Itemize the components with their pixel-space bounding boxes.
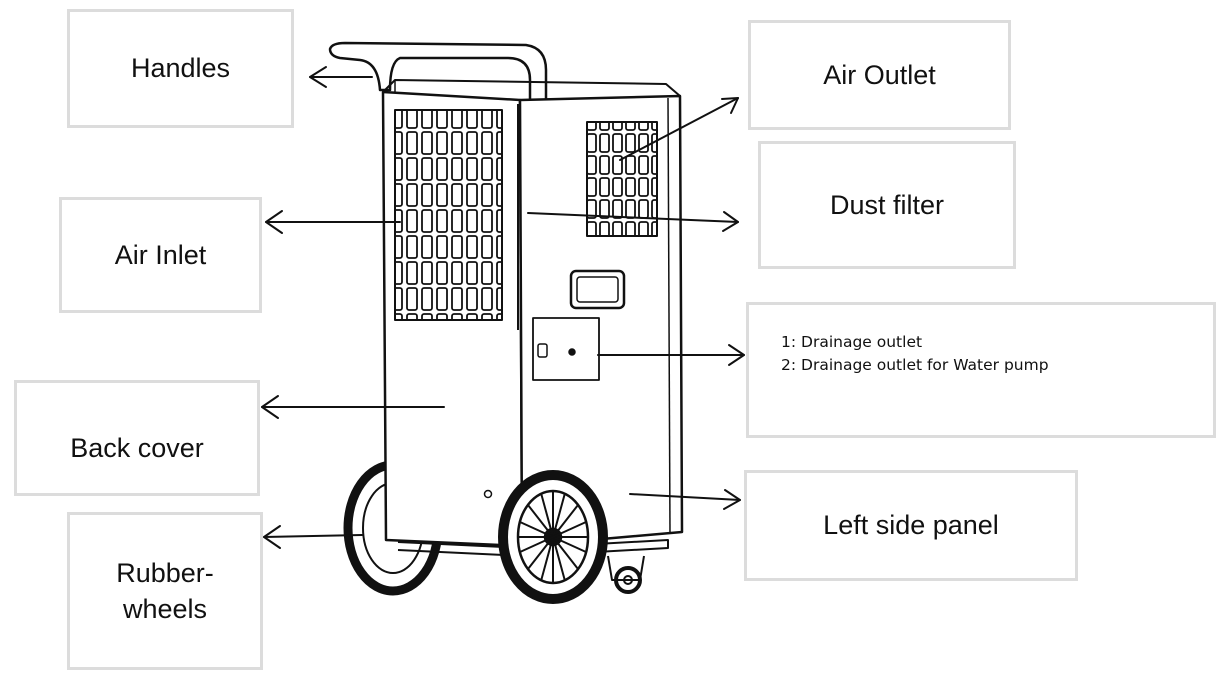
label-rubber-wheels-line: wheels (122, 594, 208, 624)
front-rubber-wheel (498, 470, 608, 604)
label-rubber-wheels: Rubber- wheels (67, 512, 263, 670)
label-handles: Handles (67, 9, 294, 128)
label-dust-filter-text: Dust filter (829, 189, 945, 220)
front-caster (607, 555, 645, 594)
label-air-outlet: Air Outlet (748, 20, 1011, 130)
side-window (569, 269, 626, 310)
arrow-left-side-panel (629, 489, 741, 510)
handle-bar (328, 41, 548, 178)
label-left-side-panel-text: Left side panel (823, 510, 999, 541)
arrow-back-cover (261, 395, 445, 419)
label-handles-text: Handles (130, 53, 231, 84)
drainage-list: 1: Drainage outlet 2: Drainage outlet fo… (781, 331, 1049, 378)
arrow-handles (309, 66, 373, 88)
label-dust-filter: Dust filter (758, 141, 1016, 269)
label-left-side-panel: Left side panel (744, 470, 1078, 581)
label-back-cover: Back cover (14, 380, 260, 496)
label-back-cover-text: Back cover (70, 432, 204, 463)
label-rubber-wheels-text: Rubber- wheels (116, 555, 214, 628)
label-drainage: 1: Drainage outlet 2: Drainage outlet fo… (746, 302, 1216, 438)
drainage-item: 1: Drainage outlet (781, 333, 923, 351)
label-rubber-wheels-line: Rubber- (116, 557, 214, 588)
arrow-rubber-wheels (263, 525, 363, 549)
label-air-inlet-text: Air Inlet (114, 239, 207, 270)
label-air-outlet-text: Air Outlet (823, 59, 936, 90)
label-air-inlet: Air Inlet (59, 197, 262, 313)
arrow-drainage (597, 344, 745, 366)
drainage-item: 2: Drainage outlet for Water pump (781, 356, 1049, 375)
arrow-air-inlet (265, 210, 401, 234)
arrow-air-outlet (619, 97, 739, 161)
dehumidifier-illustration (328, 41, 684, 604)
arrow-dust-filter (527, 211, 739, 232)
leader-arrows (261, 66, 745, 549)
drainage-panel (532, 317, 600, 381)
